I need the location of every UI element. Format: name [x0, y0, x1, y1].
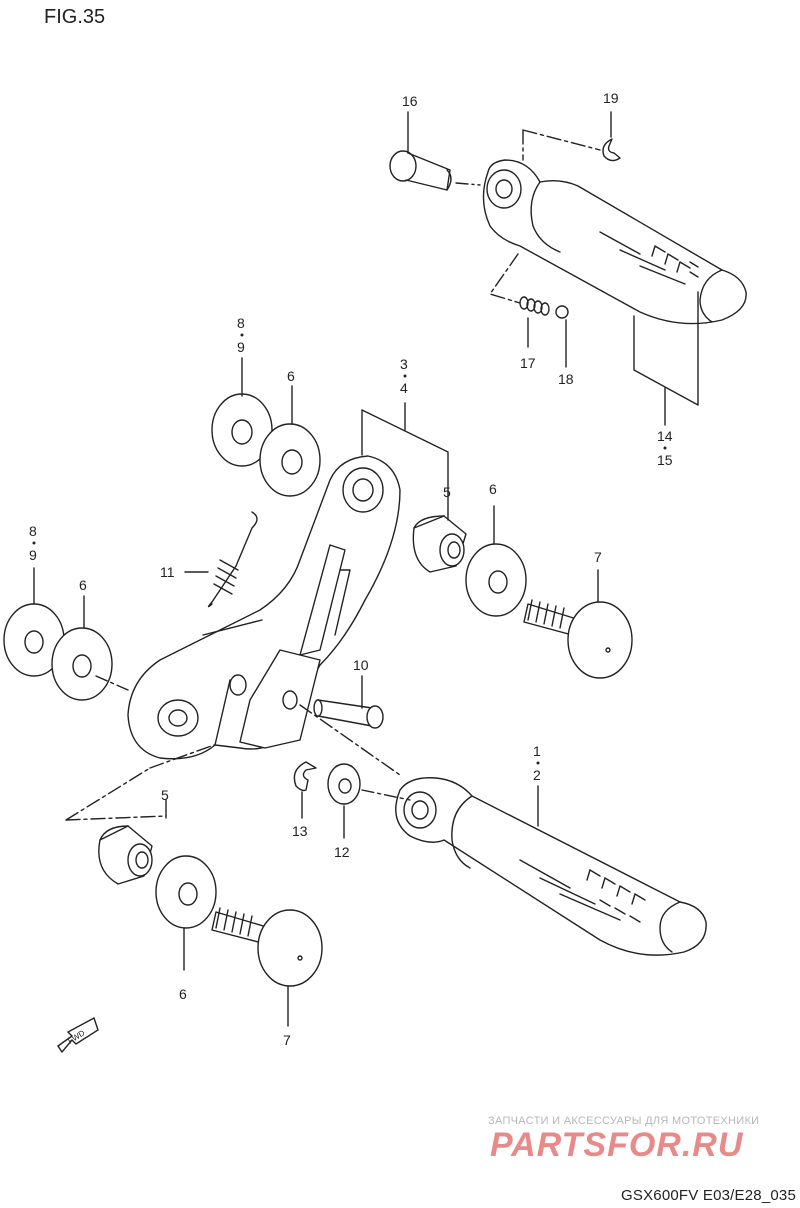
bolt-7-lower [211, 907, 323, 987]
footpeg-14 [482, 159, 747, 325]
clip-19 [602, 138, 621, 162]
callout-14: 14 [657, 428, 673, 444]
spring-11 [184, 511, 258, 608]
figure-code: GSX600FV E03/E28_035 [621, 1187, 796, 1204]
callout-5-upper: 5 [443, 484, 451, 500]
bushing-5-lower [98, 825, 153, 885]
figure-title: FIG.35 [44, 6, 106, 28]
callout-13: 13 [292, 823, 308, 839]
callout-7-lower: 7 [283, 1032, 291, 1048]
callout-1: 1 [533, 743, 541, 759]
callout-6-lower-left: 6 [79, 577, 87, 593]
callout-5-lower: 5 [161, 787, 169, 803]
bushing-5-upper [412, 515, 467, 573]
callout-12: 12 [334, 844, 350, 860]
callout-6-lower: 6 [179, 986, 187, 1002]
washer-6-lower-left [51, 627, 113, 701]
callout-11: 11 [160, 564, 175, 580]
watermark-logo-text: PARTSFOR.RU [490, 1126, 744, 1164]
callout-8-upper: 8 [237, 315, 245, 331]
washer-6-upper-right [465, 543, 527, 617]
watermark-tagline: ЗАПЧАСТИ И АКСЕССУАРЫ ДЛЯ МОТОТЕХНИКИ [488, 1115, 760, 1127]
front-footpeg-1 [395, 777, 707, 956]
callout-10: 10 [353, 657, 369, 673]
washer-12 [327, 763, 361, 805]
callout-2: 2 [533, 767, 541, 783]
pin-10 [313, 699, 384, 729]
rear-footpeg-assembly [389, 111, 747, 426]
footrest-bracket-3 [127, 402, 449, 760]
spring-17 [519, 296, 550, 316]
callout-19: 19 [603, 90, 619, 106]
callout-16: 16 [402, 93, 418, 109]
pin-16 [389, 150, 481, 191]
callout-labels: 16 19 17 18 14 15 8 9 6 3 4 5 6 7 8 9 6 … [29, 90, 673, 1048]
clip-13 [293, 761, 317, 792]
callout-15: 15 [657, 452, 673, 468]
callout-6-upper: 6 [287, 368, 295, 384]
watermark-logo: PARTSFOR.RU [490, 1126, 744, 1164]
fwd-arrow-icon: FWD [57, 1016, 99, 1054]
callout-3: 3 [400, 356, 408, 372]
callout-9-upper: 9 [237, 339, 245, 355]
ball-18 [555, 305, 569, 319]
bolt-7-upper [523, 599, 633, 679]
callout-7-upper: 7 [594, 549, 602, 565]
callout-6-upper-right: 6 [489, 481, 497, 497]
callout-9-lower: 9 [29, 547, 37, 563]
callout-4: 4 [400, 380, 408, 396]
callout-18: 18 [558, 371, 574, 387]
washer-6-upper [259, 423, 321, 497]
washer-6-lower [155, 855, 217, 929]
callout-8-lower: 8 [29, 523, 37, 539]
callout-17: 17 [520, 355, 536, 371]
